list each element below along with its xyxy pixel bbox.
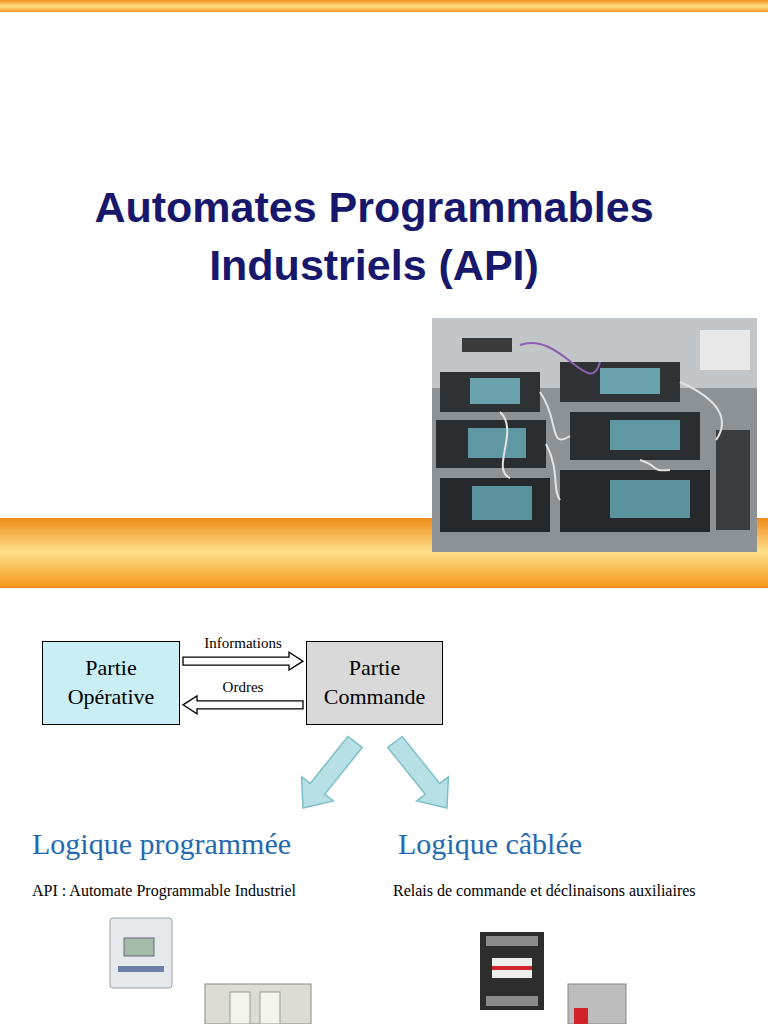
keyboard [462,338,512,352]
band-line [0,586,768,588]
slide-title: Automates Programmables Industriels (API… [64,178,684,294]
plc-photo [432,318,757,552]
module-panel [468,428,526,458]
module-panel [600,368,660,394]
caption-text: Relais de commande et déclinaisons auxil… [393,881,763,900]
aux-relay [568,984,626,1024]
wire [680,382,722,440]
module [436,420,546,468]
module [440,372,540,412]
wire [546,444,560,500]
cable [520,343,600,374]
process-box: Partie Opérative [42,641,180,725]
small-plc [110,918,172,988]
branch-arrow [388,737,449,809]
module [570,412,700,460]
process-box: Partie Commande [306,641,443,725]
plc-modules [436,362,750,532]
module-panel [472,486,532,520]
module-panel [610,420,680,450]
relay-lever [574,1008,588,1024]
rail [716,430,750,530]
terminals [486,936,538,946]
top-bar [0,0,768,12]
plc-devices [110,918,311,1024]
module-panel [610,480,690,518]
terminals [486,996,538,1006]
caption-text: API : Automate Programmable Industriel [32,881,382,900]
photo-ground [432,318,757,552]
device [700,330,750,370]
relay-devices [480,932,626,1024]
wire [540,392,570,440]
rack-card [230,992,250,1024]
module [560,470,710,532]
contactor-stripe [492,966,532,970]
hollow-arrow [183,696,303,714]
edge-label: Ordres [221,678,266,696]
section-heading: Logique programmée [32,826,372,862]
branch-arrow [302,737,363,809]
contactor [480,932,544,1010]
section-heading: Logique câblée [398,826,738,862]
plc-screen [124,938,154,956]
module-panel [470,378,520,404]
box-text: Partie Commande [313,654,436,711]
box-text: Partie Opérative [49,654,173,711]
branch-arrows [302,737,449,809]
edge-label: Informations [202,634,283,652]
wire [500,412,510,478]
contactor-label [492,958,532,978]
wire [640,460,670,470]
plc-rack [205,984,311,1024]
hollow-arrow [183,652,303,670]
module [440,478,550,532]
plc-buttons [118,966,164,972]
wires [500,382,722,500]
rack-card [260,992,280,1024]
